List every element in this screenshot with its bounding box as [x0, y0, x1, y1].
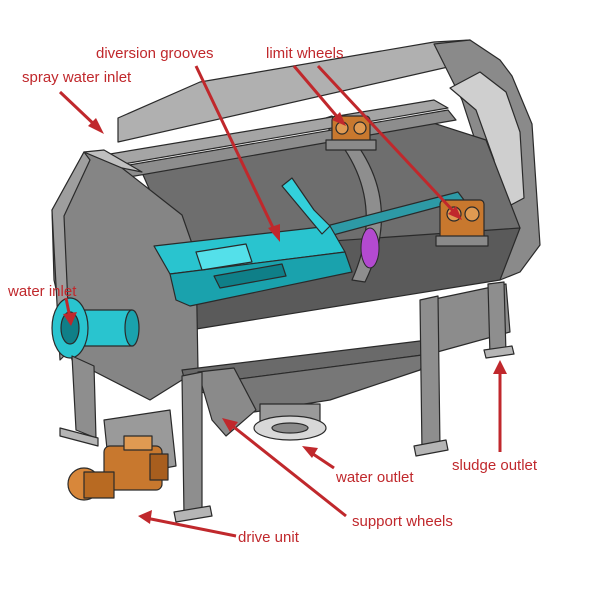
left-panel-top [83, 149, 143, 173]
bottom-outlet-flange [253, 403, 327, 441]
arrowhead-limit-wheels-upper [332, 112, 346, 126]
arrowhead-spray-water-inlet [88, 118, 104, 134]
arrowhead-water-inlet [63, 312, 77, 326]
arrow-limit-wheels-upper [292, 65, 342, 121]
arrowhead-drive-unit [138, 510, 152, 524]
right-panel-window [449, 71, 525, 213]
label-water-outlet: water outlet [335, 469, 414, 486]
arrowhead-diversion-grooves [268, 224, 280, 242]
groove-chute-back [281, 177, 331, 235]
arrowhead-water-outlet [302, 446, 318, 458]
arrow-drive-unit [145, 516, 237, 538]
arrow-spray-water-inlet [58, 90, 100, 130]
label-spray-water-inlet: spray water inlet [22, 69, 132, 86]
arrow-diversion-grooves [194, 65, 278, 235]
arrowhead-support-wheels [222, 418, 238, 432]
annotation-arrows [58, 64, 507, 538]
annotation-labels: spray water inlet diversion grooves limi… [7, 45, 538, 546]
limit-wheel-lower [435, 199, 489, 247]
arrow-limit-wheels-lower [316, 64, 458, 216]
label-support-wheels: support wheels [352, 513, 453, 530]
label-water-inlet: water inlet [7, 283, 77, 300]
label-diversion-grooves: diversion grooves [96, 45, 214, 62]
groove-slot [213, 263, 287, 289]
machine-illustration [51, 39, 541, 523]
label-sludge-outlet: sludge outlet [452, 457, 538, 474]
drive-motor [67, 435, 169, 501]
arrowhead-limit-wheels-lower [448, 206, 462, 220]
arrowhead-sludge-outlet [493, 360, 507, 374]
label-limit-wheels: limit wheels [266, 45, 344, 62]
drum-disc [360, 227, 380, 269]
groove-channel [195, 243, 253, 271]
label-drive-unit: drive unit [238, 529, 300, 546]
arrow-support-wheels [229, 422, 347, 518]
hopper-front-face [197, 367, 257, 437]
support-legs [59, 281, 515, 523]
water-inlet-pipe [51, 297, 140, 359]
